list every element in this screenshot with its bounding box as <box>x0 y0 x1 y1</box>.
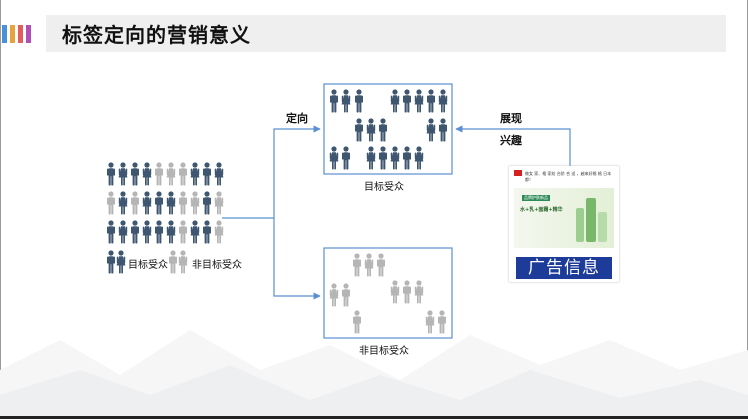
page-title: 标签定向的营销意义 <box>62 23 251 47</box>
background-mountains <box>0 330 748 419</box>
bottom-border <box>0 416 748 419</box>
non-target-person-icon <box>131 191 139 215</box>
non-target-person-icon <box>179 162 187 186</box>
non-target-person-icon <box>179 191 187 215</box>
target-person-icon <box>203 220 211 244</box>
target-person-icon <box>203 191 211 215</box>
target-person-icon <box>166 220 176 244</box>
target-person-icon <box>142 162 152 186</box>
connector-ad-to-target <box>455 125 571 166</box>
ad-brand-mark <box>514 170 522 176</box>
target-person-icon <box>118 162 128 186</box>
arrow-label-targeting: 定向 <box>286 112 308 125</box>
target-person-icon <box>142 220 152 244</box>
target-person-icon <box>155 220 163 244</box>
target-person-icon <box>190 220 200 244</box>
target-person-icon <box>214 162 224 186</box>
target-person-icon <box>155 191 163 215</box>
non-target-person-icon <box>169 250 177 274</box>
legend-non-target-label: 非目标受众 <box>192 260 242 271</box>
legend-target-label: 目标受众 <box>128 260 168 271</box>
target-person-icon <box>107 162 115 186</box>
target-person-icon <box>107 220 115 244</box>
non-target-person-icon <box>214 220 224 244</box>
bottle-shape <box>576 208 584 242</box>
connector-to-non-target <box>273 218 321 300</box>
ad-product-image: 品牌护肤新品 水+乳+面霜+精华 <box>514 188 614 248</box>
target-person-icon <box>118 220 128 244</box>
target-person-icon <box>166 191 176 215</box>
non-target-person-icon <box>166 162 176 186</box>
ad-product-tag: 品牌护肤新品 <box>522 195 550 201</box>
non-target-person-icon <box>190 191 200 215</box>
arrow-label-interest: 兴趣 <box>500 134 522 147</box>
title-bar <box>46 15 726 52</box>
target-person-icon <box>118 191 128 215</box>
target-person-icon <box>203 162 211 186</box>
target-person-icon <box>190 162 200 186</box>
target-box-label: 目标受众 <box>364 182 404 193</box>
bottle-shape <box>598 212 607 242</box>
non-target-person-icon <box>155 162 163 186</box>
target-person-icon <box>116 250 126 274</box>
bottle-shape <box>586 198 596 242</box>
target-person-icon <box>142 191 152 215</box>
target-person-icon <box>131 162 139 186</box>
connector-to-target <box>273 125 321 218</box>
target-person-icon <box>107 250 115 274</box>
logo-stripes <box>2 25 38 43</box>
ad-slogan: 水+乳+面霜+精华 <box>520 207 563 213</box>
arrow-label-display: 展现 <box>500 112 522 125</box>
ad-card[interactable]: 做女 家、格 家纺 台阶 合 适 ，越来好格 格 日本都！ 品牌护肤新品 水+乳… <box>509 166 619 282</box>
non-target-person-icon <box>178 250 188 274</box>
ad-banner: 广告信息 <box>516 257 612 279</box>
non-target-person-icon <box>179 220 187 244</box>
non-target-person-icon <box>107 191 115 215</box>
target-person-icon <box>131 220 139 244</box>
non-target-person-icon <box>214 191 224 215</box>
ad-intro-text: 做女 家、格 家纺 台阶 合 适 ，越来好格 格 日本都！ <box>525 171 612 182</box>
non-target-box-label: 非目标受众 <box>359 346 409 357</box>
